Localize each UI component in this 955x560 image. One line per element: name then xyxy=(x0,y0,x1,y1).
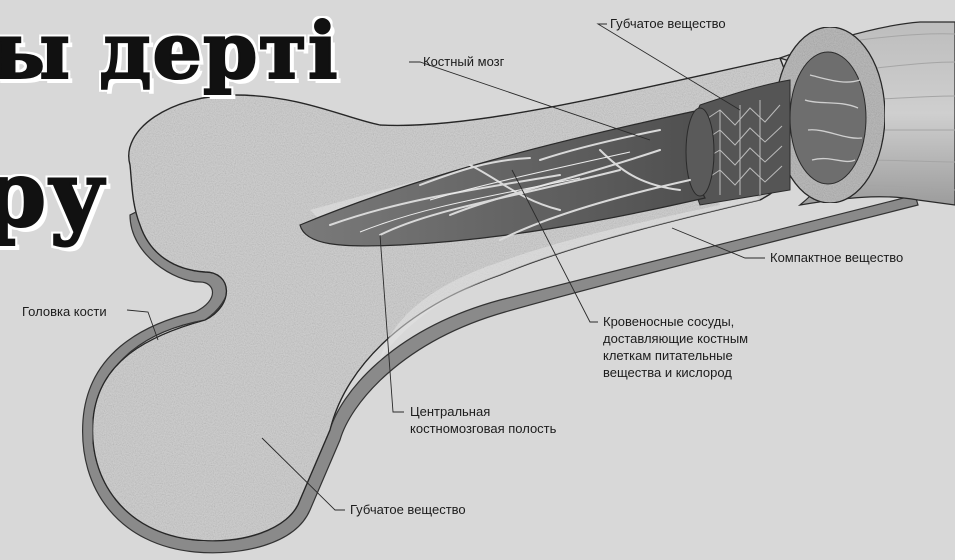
headline-line-1: ы дерті xyxy=(0,6,338,97)
label-spongy-top: Губчатое вещество xyxy=(610,15,726,32)
label-central-cavity: Центральная костномозговая полость xyxy=(410,403,556,437)
label-compact: Компактное вещество xyxy=(770,249,903,266)
label-spongy-bottom: Губчатое вещество xyxy=(350,501,466,518)
label-marrow: Костный мозг xyxy=(423,53,504,70)
marrow-end xyxy=(686,108,714,196)
label-bone-head: Головка кости xyxy=(22,303,107,320)
end-face-inner xyxy=(790,52,866,184)
headline-line-2: ру xyxy=(0,140,107,248)
label-blood-vessels: Кровеносные сосуды, доставляющие костным… xyxy=(603,313,748,381)
